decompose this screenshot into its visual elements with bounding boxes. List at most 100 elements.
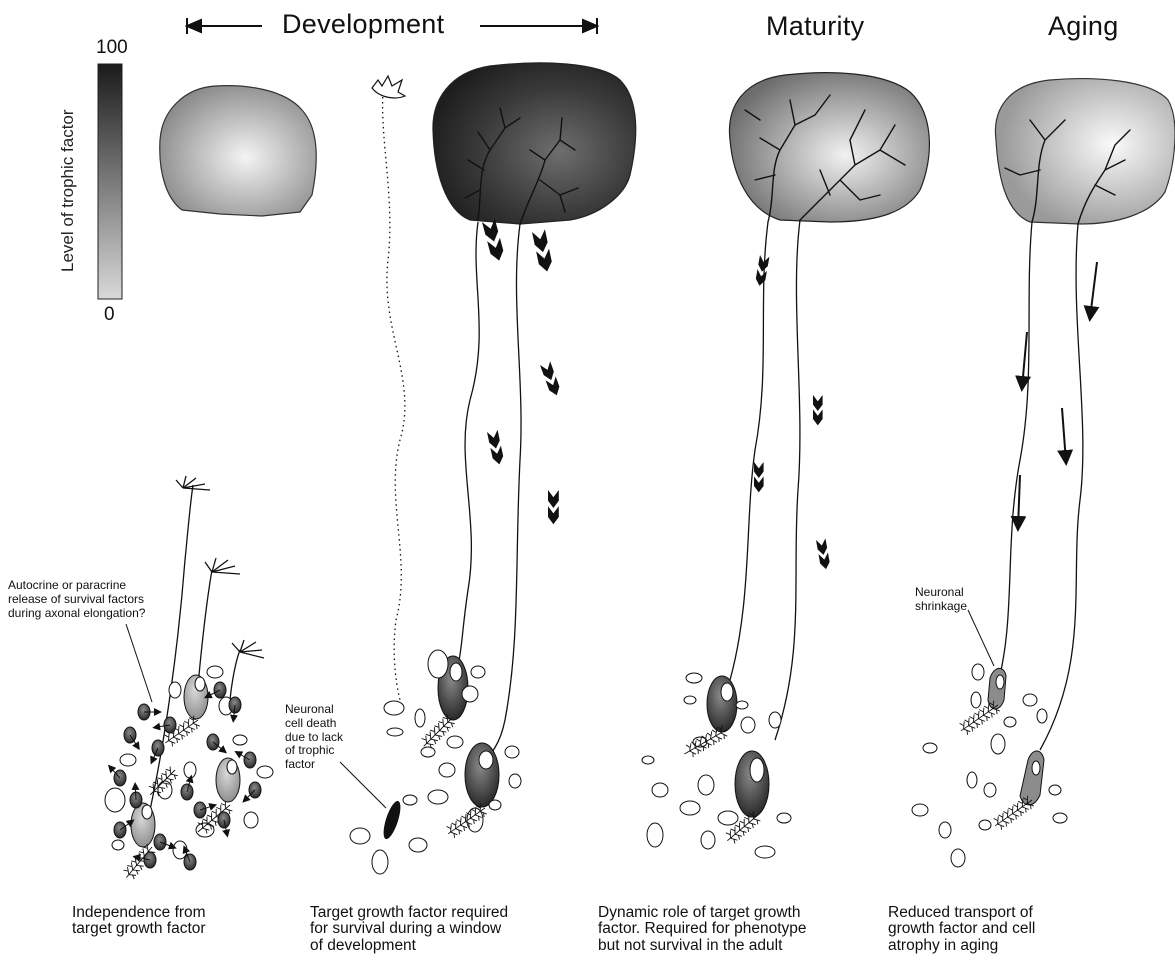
glial-cell [1049,785,1061,795]
glial-cell [257,766,273,778]
glial-cell [741,717,755,733]
glial-cell [652,783,668,797]
aging-transport-arrows [1018,262,1097,528]
retrograde-arrow [813,395,823,425]
glial-cell [736,701,748,709]
survival-factor-cell [229,697,241,721]
target-tissue-panel2 [433,63,636,224]
glial-cell [428,790,448,804]
glial-cell [509,774,521,788]
glial-cell [967,772,977,788]
survival-factor-cell [109,766,126,786]
caption-panel1: Independence from target growth factor [72,905,206,938]
glial-cell [951,849,965,867]
survival-factor-cell [218,812,230,836]
retrograde-arrow [754,462,764,492]
retrograde-arrow [540,361,562,397]
annotation-leaders [126,610,994,808]
glial-cell [233,735,247,745]
glial-cell [489,800,501,810]
glial-cell [1023,694,1037,706]
glial-cell [439,763,455,777]
survival-factor-cell [130,784,142,808]
glial-cell [105,788,125,812]
survival-factor-cell [206,682,226,698]
glial-cell [387,728,403,736]
glial-cell [923,743,937,753]
glial-cell [984,783,996,797]
glial-cell [686,673,702,683]
glial-cell [471,666,485,678]
survival-factor-cell [114,821,133,838]
retrograde-arrows [482,219,831,570]
target-tissue-panel4 [995,79,1175,224]
header-maturity: Maturity [766,12,864,42]
glial-cell [372,850,388,874]
survival-factor-cell [154,834,175,850]
axons-panel4 [1000,222,1083,750]
neurons-panel3 [707,676,769,817]
glial-cell [403,795,417,805]
glial-cell [462,686,478,702]
glial-cell [447,736,463,748]
survival-factor-cell [181,777,193,800]
glial-cell [939,822,951,838]
retrograde-arrow [482,219,506,263]
glial-cell [505,746,519,758]
glial-cell [718,811,738,825]
glial-cell [350,828,370,844]
glial-cell [1037,709,1047,723]
glial-cell [972,664,984,680]
glial-cell [184,762,196,778]
retrograde-arrow [755,255,770,287]
glial-cell [112,840,124,850]
survival-factor-cell [124,727,139,748]
glial-cell [684,696,696,704]
header-development: Development [282,10,444,40]
header-aging: Aging [1048,12,1119,42]
glial-cell [409,838,427,852]
survival-factor-cell [138,704,160,720]
glial-cell [207,666,223,678]
caption-panel2: Target growth factor required for surviv… [310,905,508,954]
scale-axis-label: Level of trophic factor [58,109,78,272]
glial-cell [698,775,714,795]
survival-factor-cell [151,740,164,763]
glial-cell [169,682,181,698]
glial-cell [244,812,258,828]
retrograde-arrow [548,490,559,524]
glial-cell [642,756,654,764]
survival-factor-cell [207,734,225,752]
annotation-shrinkage: Neuronal shrinkage [915,586,967,614]
survival-factor-cell [236,752,256,768]
glial-cell [415,709,425,727]
glial-cell [701,831,715,849]
retrograde-arrow [487,430,505,466]
glial-cell [680,801,700,815]
glial-cell [971,692,981,708]
glial-cell [769,712,781,728]
glial-cell [384,701,404,715]
glial-cell [777,813,791,823]
annotation-cell-death: Neuronal cell death due to lack of troph… [285,703,343,772]
glial-cell [421,747,435,757]
axons-panel3 [730,220,800,740]
glial-cell [979,820,991,830]
retrograde-arrow [816,538,831,570]
target-tissue-panel1 [160,86,317,216]
glial-cell [1053,813,1067,823]
growth-cone-dotted [372,76,405,98]
glial-cell [428,650,448,678]
survival-factor-cell [184,847,196,870]
caption-panel3: Dynamic role of target growth factor. Re… [598,905,807,954]
retrograde-arrow [532,229,554,273]
survival-factor-cell [244,782,261,801]
trophic-scale-bar [98,64,122,299]
glial-cell [991,734,1005,754]
annotation-autocrine: Autocrine or paracrine release of surviv… [8,579,145,620]
scale-max-label: 100 [96,38,128,59]
glial-cell [755,846,775,858]
glial-cell [1004,717,1016,727]
